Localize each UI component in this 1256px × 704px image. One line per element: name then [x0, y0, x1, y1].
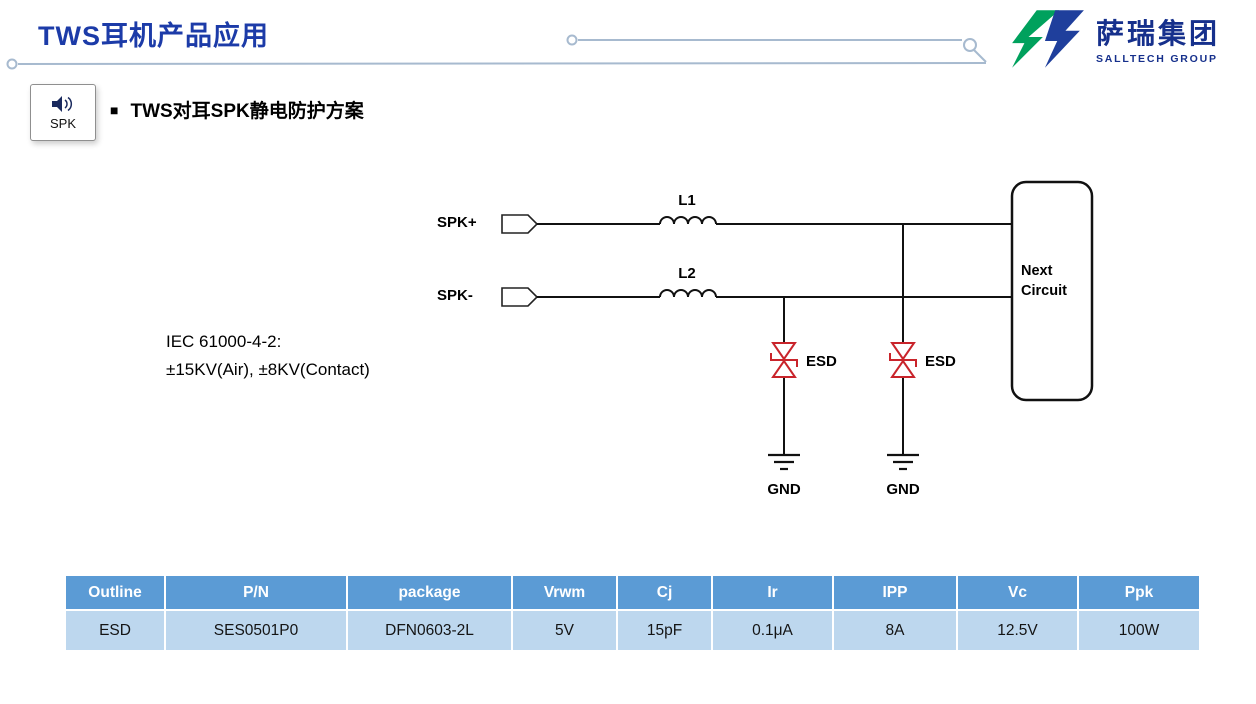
- table-header-cell: package: [346, 574, 513, 611]
- table-header-cell: IPP: [832, 574, 958, 611]
- tvs-diode-2: [889, 342, 917, 378]
- spk-badge: SPK: [30, 84, 96, 141]
- table-header-cell: Ppk: [1077, 574, 1201, 611]
- spk-minus-label: SPK-: [437, 287, 473, 304]
- table-cell: DFN0603-2L: [346, 609, 513, 652]
- circuit-schematic: [501, 180, 1094, 471]
- table-cell: 100W: [1077, 609, 1201, 652]
- iec-note-line1: IEC 61000-4-2:: [166, 332, 282, 351]
- table-header-cell: Vrwm: [511, 574, 618, 611]
- ground-symbol-2: [887, 453, 919, 471]
- spk-plus-label: SPK+: [437, 214, 477, 231]
- gnd-label-2: GND: [886, 481, 920, 498]
- tvs-diode-1: [770, 342, 798, 378]
- parts-table: Outline P/N package Vrwm Cj Ir IPP Vc Pp…: [64, 574, 1201, 652]
- esd-label-1: ESD: [806, 353, 837, 370]
- iec-note-line2: ±15KV(Air), ±8KV(Contact): [166, 360, 370, 379]
- port-connector-spk-minus: [501, 287, 539, 307]
- table-header-cell: P/N: [164, 574, 348, 611]
- ground-symbol-1: [768, 453, 800, 471]
- table-cell: 8A: [832, 609, 958, 652]
- section-title: TWS对耳SPK静电防护方案: [130, 101, 364, 122]
- section-heading: ■ TWS对耳SPK静电防护方案: [110, 96, 364, 123]
- table-header-cell: Outline: [64, 574, 166, 611]
- table-cell: 15pF: [616, 609, 713, 652]
- company-logo: 萨瑞集团 SALLTECH GROUP: [1008, 8, 1220, 70]
- table-cell: ESD: [64, 609, 166, 652]
- next-circuit-label: Next Circuit: [1021, 263, 1067, 299]
- table-cell: 5V: [511, 609, 618, 652]
- inductor-l2: [659, 289, 717, 298]
- table-cell: 12.5V: [956, 609, 1079, 652]
- inductor-l1: [659, 216, 717, 225]
- salltech-logo-icon: [1012, 10, 1084, 68]
- speaker-icon: [52, 95, 73, 112]
- table-row: ESD SES0501P0 DFN0603-2L 5V 15pF 0.1μA 8…: [64, 609, 1201, 652]
- table-header-cell: Vc: [956, 574, 1079, 611]
- table-header-cell: Ir: [711, 574, 834, 611]
- table-cell: 0.1μA: [711, 609, 834, 652]
- next-circuit-box: [1010, 180, 1094, 402]
- spk-badge-label: SPK: [49, 115, 76, 131]
- inductor-l1-label: L1: [678, 192, 696, 209]
- square-bullet-icon: ■: [110, 101, 119, 118]
- inductor-l2-label: L2: [678, 265, 696, 282]
- iec-note: IEC 61000-4-2: ±15KV(Air), ±8KV(Contact): [166, 328, 370, 384]
- page-title: TWS耳机产品应用: [38, 21, 269, 51]
- logo-name-en: SALLTECH GROUP: [1096, 53, 1218, 65]
- table-cell: SES0501P0: [164, 609, 348, 652]
- logo-name-cn: 萨瑞集团: [1096, 18, 1221, 49]
- gnd-label-1: GND: [767, 481, 801, 498]
- port-connector-spk-plus: [501, 214, 539, 234]
- wires: [537, 223, 1012, 455]
- esd-label-2: ESD: [925, 353, 956, 370]
- table-header-cell: Cj: [616, 574, 713, 611]
- table-header-row: Outline P/N package Vrwm Cj Ir IPP Vc Pp…: [64, 574, 1201, 611]
